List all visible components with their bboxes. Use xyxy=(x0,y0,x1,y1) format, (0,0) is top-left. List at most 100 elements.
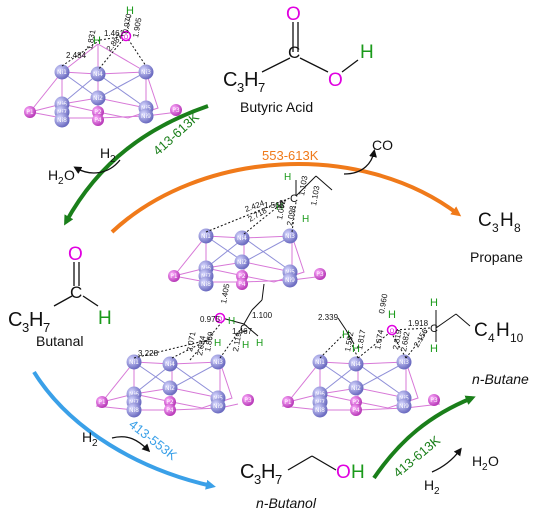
bond-distance-bottom_right-7: 2.682 xyxy=(399,331,411,353)
ni-atom-bottom_left-ni8 xyxy=(126,402,142,418)
atom-label-bottom_right-ni3: Ni3 xyxy=(399,359,409,366)
br-h5: H xyxy=(352,343,360,355)
atom-label-top_left-p2: P2 xyxy=(94,109,102,116)
arrow-h2-intake-1 xyxy=(111,436,151,453)
h2-reactant-2: H xyxy=(82,429,92,445)
atom-label-top_left-ni7: Ni7 xyxy=(57,109,67,116)
atom-label-top_left-ni9: Ni9 xyxy=(141,113,151,120)
bond-distance-bottom_left-0: 0.975 xyxy=(200,315,221,324)
bond-distance-bottom_right-1: 1.592 xyxy=(343,331,355,353)
arrow-aldehyde-to-alcohol xyxy=(32,370,216,490)
p-atom-bottom_left-p1 xyxy=(96,396,108,408)
br-c-label: C xyxy=(430,323,438,335)
bond-distance-bottom_left-4: 3.228 xyxy=(138,349,159,358)
c-center-label: C xyxy=(290,193,298,205)
c-center-h2: H xyxy=(276,202,283,213)
h2-reactant-1-sub: 2 xyxy=(110,154,116,165)
butanol-c: C xyxy=(240,461,254,483)
ni-atom-center-ni9 xyxy=(282,272,298,288)
butyric-acid-oxygen-side: O xyxy=(328,70,343,91)
ni-atom-bottom_right-ni8 xyxy=(312,402,328,418)
ni-atom-bottom_left-ni9 xyxy=(210,398,226,414)
cluster-top-left: Ni1Ni4Ni3Ni2Ni6Ni5Ni7Ni8Ni9P1P2P4P3 xyxy=(24,43,182,128)
atom-label-top_left-p4: P4 xyxy=(94,117,102,124)
atom-label-center-p1: P1 xyxy=(170,273,178,280)
bond-distance-bottom_left-5: 2.071 xyxy=(185,331,197,353)
butyric-acid-h: H xyxy=(244,69,258,91)
butanal-h: H xyxy=(29,309,43,331)
ni-atom-center-ni3 xyxy=(282,228,298,244)
butyric-acid-sub7: 7 xyxy=(258,80,265,95)
atom-label-top_left-ni4: Ni4 xyxy=(93,71,103,78)
p-atom-top_left-p3 xyxy=(170,104,182,116)
atom-label-center-ni1: Ni1 xyxy=(201,233,211,240)
ni-atom-top_left-ni4 xyxy=(90,66,106,82)
bl-c-label: C xyxy=(240,323,248,335)
butanol-sub3: 3 xyxy=(254,472,261,487)
tl-h2-label: H xyxy=(126,5,134,17)
atom-label-bottom_left-ni8: Ni8 xyxy=(129,407,139,414)
atom-label-bottom_right-ni4: Ni4 xyxy=(351,361,361,368)
atom-label-center-ni6: Ni6 xyxy=(201,265,211,272)
atom-label-bottom_left-p3: P3 xyxy=(244,397,252,404)
bond-distance-center-3: 1.103 xyxy=(309,185,321,207)
atom-label-bottom_right-p3: P3 xyxy=(430,397,438,404)
temp-label-aldehyde-to-propane: 553-613K xyxy=(262,148,319,163)
atom-label-center-ni9: Ni9 xyxy=(285,277,295,284)
molecule-butane: C 4 H 10 n-Butane xyxy=(472,320,529,387)
arrow-alcohol-to-butane xyxy=(372,395,476,480)
butyric-acid-sub3: 3 xyxy=(237,80,244,95)
bond-distance-bottom_left-3: 1.100 xyxy=(252,311,273,320)
p-atom-center-p3 xyxy=(314,268,326,280)
cluster-bottom-left: Ni1Ni4Ni3Ni2Ni6Ni5Ni7Ni8Ni9P1P2P4P3 xyxy=(95,354,254,418)
atom-label-top_left-p1: P1 xyxy=(26,109,34,116)
bl-h2: H xyxy=(214,338,221,349)
bond-distance-top_left-3: 1.905 xyxy=(131,17,143,39)
atom-label-bottom_right-p4: P4 xyxy=(352,407,360,414)
atom-label-top_left-p3: P3 xyxy=(172,107,180,114)
atom-label-bottom_right-ni9: Ni9 xyxy=(399,403,409,410)
ni-atom-bottom_right-ni1 xyxy=(312,354,328,370)
butanal-name: Butanal xyxy=(36,333,83,349)
molecule-butyric-acid: C 3 H 7 C O O H Butyric Acid xyxy=(223,4,374,115)
atom-label-center-ni2: Ni2 xyxy=(237,259,247,266)
butane-c: C xyxy=(474,320,488,341)
butanal-c: C xyxy=(8,309,22,331)
bl-h1: H xyxy=(228,316,235,327)
bond-distance-bottom_right-6: 2.819 xyxy=(391,329,403,351)
h2-reactant-2-sub: 2 xyxy=(92,438,98,449)
oxygen-atom-bottom-left xyxy=(214,312,226,324)
ni-atom-top_left-ni2 xyxy=(90,90,106,106)
bond-distance-bottom_left-1: 1.405 xyxy=(219,283,231,305)
bond-distance-bottom_right-2: 1.817 xyxy=(355,329,367,351)
propane-h: H xyxy=(500,210,514,231)
ni-atom-top_left-ni3 xyxy=(138,64,154,80)
ni-atom-center-ni4 xyxy=(234,230,250,246)
p-atom-center-p4 xyxy=(236,278,248,290)
h2-reactant-1: H xyxy=(100,145,110,161)
p-atom-bottom_right-p4 xyxy=(350,404,362,416)
atom-label-top_left-ni6: Ni6 xyxy=(57,101,67,108)
butanal-hydrogen: H xyxy=(98,308,112,329)
ni-atom-top_left-ni9 xyxy=(138,108,154,124)
br-h1: H xyxy=(342,329,350,341)
propane-sub8: 8 xyxy=(514,221,521,235)
bond-distance-top_left-0: 2.484 xyxy=(66,51,87,60)
butanol-sub7: 7 xyxy=(275,472,282,487)
oxygen-atom-top-left xyxy=(120,30,132,42)
br-h2: H xyxy=(388,309,396,321)
arrow-h2o-release-1 xyxy=(73,159,121,174)
atom-label-center-ni4: Ni4 xyxy=(237,235,247,242)
atom-label-top_left-ni8: Ni8 xyxy=(57,117,67,124)
h2o-product-2-sub: 2 xyxy=(482,462,488,473)
p-atom-bottom_left-p4 xyxy=(164,404,176,416)
bond-distance-center-2: 1.103 xyxy=(297,175,309,197)
atom-label-bottom_left-ni2: Ni2 xyxy=(165,385,175,392)
butane-sub4: 4 xyxy=(488,331,495,345)
butanol-h: H xyxy=(261,461,275,483)
molecule-propane: C 3 H 8 Propane xyxy=(470,210,523,265)
